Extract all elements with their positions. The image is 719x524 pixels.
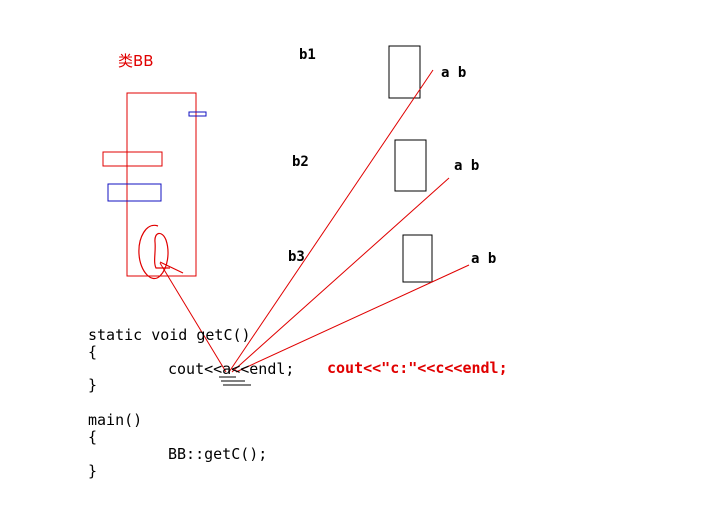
object-b2-label: b2 <box>292 154 309 170</box>
object-b3-label: b3 <box>288 249 305 265</box>
code-line-6: { <box>88 428 98 446</box>
code-line-1: static void getC() <box>88 326 251 344</box>
code-line-8: } <box>88 462 98 480</box>
member-a-box <box>102 151 163 167</box>
class-title: 类BB <box>118 52 154 70</box>
member-b-box <box>107 183 162 202</box>
code-line-5: main() <box>88 411 143 429</box>
code-line-7: BB::getC(); <box>168 445 268 463</box>
object-b2-fields: a b <box>454 158 480 174</box>
object-b1-box <box>388 45 421 99</box>
object-b3-fields: a b <box>471 251 497 267</box>
static-area-scribble <box>138 224 184 280</box>
code-line-3: cout<<a<<endl; <box>168 360 295 378</box>
line-to-b1 <box>228 69 434 373</box>
line-to-class <box>159 262 227 373</box>
code-annotation: cout<<"c:"<<c<<endl; <box>327 359 508 377</box>
line-to-b3 <box>235 264 470 373</box>
line-to-b2 <box>231 177 450 373</box>
static-member-marker <box>188 111 207 117</box>
object-b3-box <box>402 234 433 283</box>
code-line-4: } <box>88 376 98 394</box>
object-b2-box <box>394 139 427 192</box>
object-b1-fields: a b <box>441 65 467 81</box>
object-b1-label: b1 <box>299 47 316 63</box>
code-line-2: { <box>88 343 98 361</box>
